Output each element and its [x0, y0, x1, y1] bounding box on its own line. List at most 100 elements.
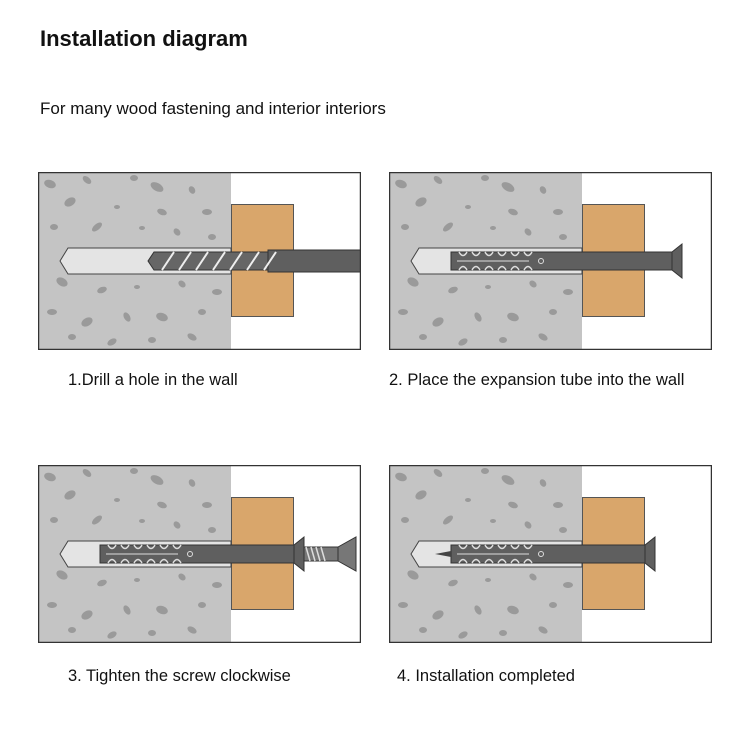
stone [212, 582, 222, 588]
anchor-rib [497, 265, 507, 271]
panel-frame [38, 172, 361, 350]
stone [107, 338, 117, 346]
expansion-anchor-inserted-icon [389, 172, 712, 350]
stone [173, 521, 181, 529]
stone [465, 498, 471, 502]
anchor-flange [644, 535, 656, 573]
stone [401, 224, 409, 230]
stone [415, 197, 427, 207]
stone [395, 472, 407, 482]
stone [157, 208, 167, 216]
step-3-caption: 3. Tighten the screw clockwise [68, 667, 291, 685]
stone [148, 630, 156, 636]
stone [499, 337, 507, 343]
step-2-illustration [389, 172, 712, 350]
concrete-aggregate [44, 468, 222, 639]
anchor-rib [523, 544, 533, 550]
stone [529, 573, 537, 581]
stone [82, 469, 92, 477]
anchor-flange [293, 535, 305, 573]
anchor-rib [484, 558, 494, 564]
stone [50, 517, 58, 523]
anchor-rib [471, 265, 481, 271]
anchor-rib [497, 544, 507, 550]
anchor-rib [458, 558, 468, 564]
stone [97, 286, 107, 294]
page-subtitle: For many wood fastening and interior int… [40, 99, 386, 118]
stone [134, 285, 140, 289]
stone [82, 176, 92, 184]
stone [401, 517, 409, 523]
stone [47, 602, 57, 608]
stone [208, 234, 216, 240]
anchor-rib [523, 251, 533, 257]
anchor-rib [146, 558, 156, 564]
stone [157, 501, 167, 509]
step-4-illustration [389, 465, 712, 643]
stone [97, 579, 107, 587]
stone [187, 333, 197, 341]
stone [148, 337, 156, 343]
stone [538, 333, 548, 341]
stone [508, 208, 518, 216]
stone [433, 469, 443, 477]
stone [529, 280, 537, 288]
anchor-rib [523, 265, 533, 271]
stone [134, 578, 140, 582]
drill-flute [178, 251, 192, 271]
anchor-installed-icon [389, 465, 712, 643]
stone [114, 205, 120, 209]
step-3-illustration [38, 465, 361, 643]
stone [507, 605, 519, 615]
anchor-rib [120, 558, 130, 564]
anchor-rib [510, 251, 520, 257]
stone [524, 228, 532, 236]
drill-shank [267, 249, 361, 273]
stone [419, 627, 427, 633]
anchor-hole [538, 258, 544, 264]
anchor-rib [107, 544, 117, 550]
anchor-rib [458, 265, 468, 271]
stone [56, 570, 68, 580]
stone [419, 334, 427, 340]
stone [198, 309, 206, 315]
page-title: Installation diagram [40, 26, 248, 51]
anchor-rib [484, 544, 494, 550]
step-1-caption: 1.Drill a hole in the wall [68, 371, 238, 389]
stone [490, 519, 496, 523]
stone [150, 475, 164, 485]
stone [443, 222, 453, 232]
stone [539, 186, 547, 194]
screw-tip [435, 551, 451, 557]
anchor-rib [484, 265, 494, 271]
stone [432, 317, 444, 327]
stone [407, 570, 419, 580]
anchor-rib [510, 265, 520, 271]
anchor-rib [159, 558, 169, 564]
stone [448, 286, 458, 294]
stone [549, 309, 557, 315]
screw-thread [305, 546, 311, 562]
drill-flute [229, 251, 243, 271]
stone [156, 312, 168, 322]
stone [81, 317, 93, 327]
anchor-rib [510, 544, 520, 550]
stone [212, 289, 222, 295]
stone [481, 175, 489, 181]
stone [501, 475, 515, 485]
stone [490, 226, 496, 230]
stone [507, 312, 519, 322]
stone [563, 289, 573, 295]
drill-flute [161, 251, 175, 271]
anchor-rib [523, 558, 533, 564]
anchor-rib [120, 544, 130, 550]
stone [198, 602, 206, 608]
anchor-rib [497, 251, 507, 257]
stone [559, 234, 567, 240]
anchor-rib [458, 251, 468, 257]
stone [508, 501, 518, 509]
stone [130, 175, 138, 181]
stone [68, 334, 76, 340]
stone [485, 285, 491, 289]
